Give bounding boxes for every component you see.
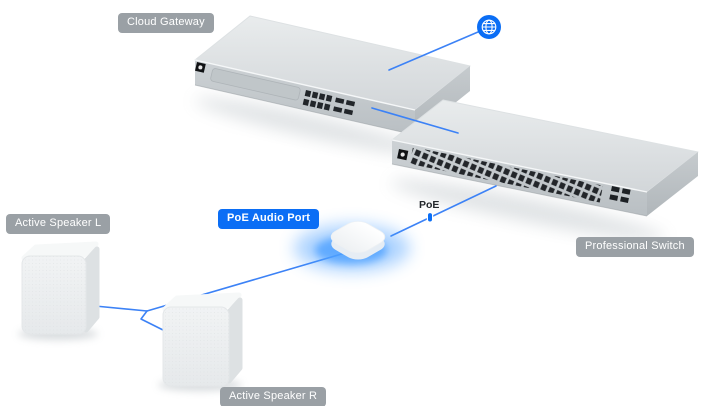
poe-connector-dot [426,211,434,223]
switch-right-face [647,152,698,216]
connection-line-internet-to-gateway [388,31,479,71]
connection-line-junction-to-speaker-r [140,310,168,333]
gateway-ports [302,90,356,116]
switch-sfp-ports [609,185,631,204]
professional-switch-badge: Professional Switch [576,237,694,257]
speaker-l-side-face [83,246,100,333]
connection-line-gateway-to-switch [371,107,459,134]
active-speaker-l-device [21,241,100,335]
switch-port-field [409,147,604,203]
cloud-gateway-badge: Cloud Gateway [118,13,214,33]
active-speaker-r-device [162,292,243,387]
poe-audio-port-device [294,221,410,272]
cloud-gateway-device [194,15,471,136]
connection-line-junction-to-speaker-l [94,305,148,312]
connection-line-switch-to-poe-device [390,185,497,237]
active-speaker-r-badge: Active Speaker R [220,387,327,406]
poe-device-top [330,221,386,253]
gateway-front-panel-slot [210,68,301,101]
professional-switch-device [391,99,699,217]
active-speaker-l-badge: Active Speaker L [6,214,111,234]
uplink-connection-lines [371,31,497,237]
poe-port-label: PoE [419,199,440,211]
internet-globe-icon [477,15,501,39]
gateway-logo [195,62,206,73]
poe-audio-port-badge: PoE Audio Port [218,209,320,229]
switch-logo [397,149,409,161]
speaker-r-side-face [226,297,243,384]
